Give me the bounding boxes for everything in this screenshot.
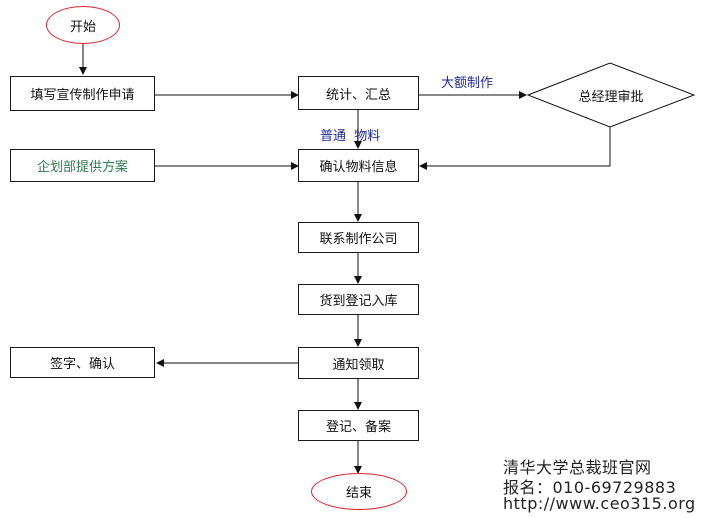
decision-diamond-shape (526, 62, 696, 128)
edge-label-large: 大额制作 (441, 76, 494, 91)
edge-label-normal: 普通 物料 (320, 129, 381, 144)
step-planning: 企划部提供方案 (10, 149, 155, 182)
step-sign: 签字、确认 (10, 347, 155, 378)
arrow-gm-to-confirm (419, 127, 611, 170)
step-confirm: 确认物料信息 (298, 149, 419, 182)
step-summary: 统计、汇总 (298, 76, 419, 110)
watermark-line-1: 清华大学总裁班官网 (503, 458, 652, 477)
step-contact: 联系制作公司 (298, 222, 419, 253)
start-node: 开始 (46, 6, 120, 44)
decision-gm-approve: 总经理审批 (578, 90, 644, 105)
watermark-line-2: 报名：010-69729883 (503, 478, 677, 497)
watermark-line-3: http://www.ceo315.org (503, 494, 696, 513)
step-warehouse: 货到登记入库 (298, 284, 419, 315)
step-apply: 填写宣传制作申请 (10, 76, 155, 111)
step-notify: 通知领取 (298, 347, 419, 379)
end-node: 结束 (311, 473, 407, 510)
step-record: 登记、备案 (298, 410, 419, 441)
